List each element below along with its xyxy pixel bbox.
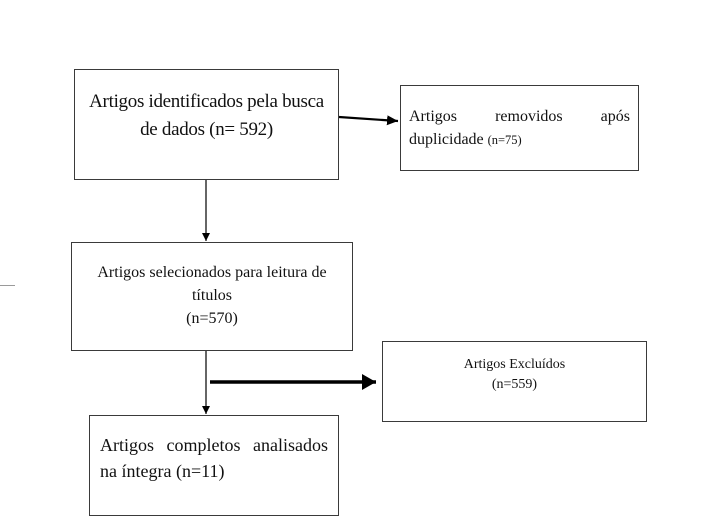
complete-articles-text: Artigos completos analisados na íntegra … (100, 435, 328, 482)
identified-articles-text: Artigos identificados pela busca de dado… (89, 91, 324, 140)
box-selected-articles: Artigos selecionados para leitura de tít… (71, 242, 353, 351)
box-identified-articles: Artigos identificados pela busca de dado… (74, 69, 339, 180)
stray-dash-mark (0, 285, 15, 286)
removed-duplicates-text: Artigos removidos após duplicidade (n=75… (409, 105, 630, 151)
box-removed-duplicates: Artigos removidos após duplicidade (n=75… (400, 85, 639, 171)
removed-duplicates-count: (n=75) (487, 133, 522, 148)
excluded-articles-count: (n=559) (491, 377, 538, 393)
box-excluded-articles: Artigos Excluídos (n=559) (382, 341, 647, 422)
removed-duplicates-label: Artigos removidos após duplicidade (409, 108, 630, 149)
selected-articles-text: Artigos selecionados para leitura de tít… (97, 264, 327, 305)
arrow-identified-to-duplicates (338, 115, 399, 126)
box-complete-articles: Artigos completos analisados na íntegra … (89, 415, 339, 516)
selected-articles-count: (n=570) (186, 310, 238, 328)
excluded-articles-text: Artigos Excluídos (463, 357, 566, 372)
